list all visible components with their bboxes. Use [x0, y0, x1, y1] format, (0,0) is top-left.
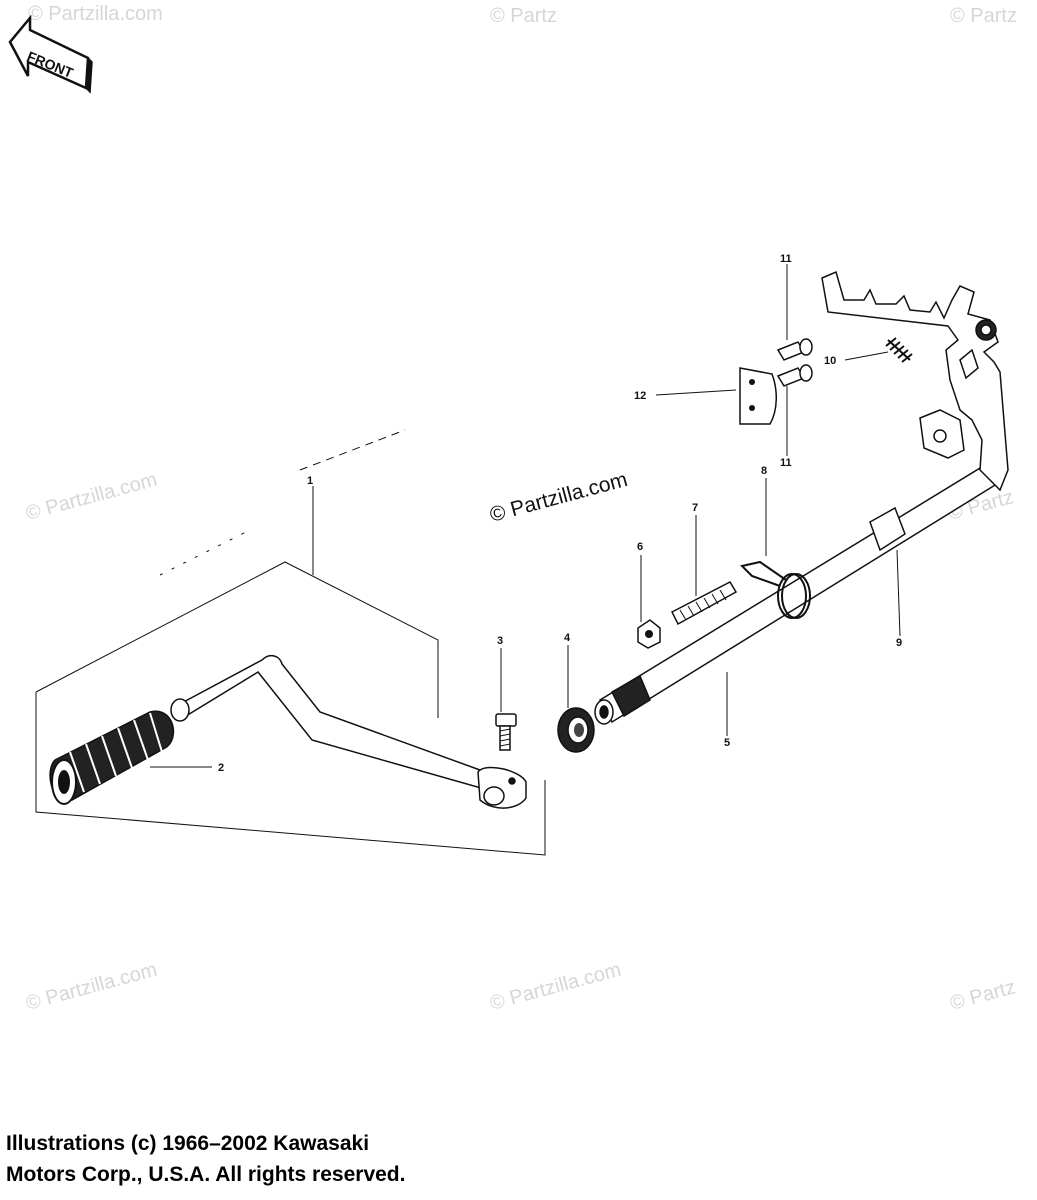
- watermark-top-left: © Partzilla.com: [28, 3, 163, 25]
- watermark-top-center: © Partz: [490, 5, 557, 27]
- watermark-bottom-center: © Partzilla.com: [488, 959, 624, 1015]
- callout-7: 7: [692, 502, 698, 514]
- watermark-top-right: © Partz: [950, 5, 1017, 27]
- copyright-notice: Illustrations (c) 1966–2002 Kawasaki Mot…: [6, 1128, 405, 1190]
- callout-4: 4: [564, 632, 571, 644]
- callout-10: 10: [824, 355, 836, 367]
- oil-seal: [557, 707, 595, 753]
- copyright-line-1: Illustrations (c) 1966–2002 Kawasaki: [6, 1132, 370, 1155]
- callout-9: 9: [896, 637, 902, 649]
- holder-screws: [776, 338, 813, 387]
- return-spring: [740, 560, 811, 619]
- watermark-mid-left: © Partzilla.com: [24, 469, 160, 525]
- callout-12: 12: [634, 390, 646, 402]
- shift-arm: [821, 270, 1009, 492]
- stopper-nut: [637, 619, 661, 649]
- callout-3: 3: [497, 635, 503, 647]
- callout-6: 6: [637, 541, 643, 553]
- callout-5: 5: [724, 737, 730, 749]
- copyright-line-2: Motors Corp., U.S.A. All rights reserved…: [6, 1163, 406, 1186]
- arm-spring: [885, 337, 913, 363]
- stud-bolt: [670, 581, 738, 626]
- front-arrow-icon: FRONT: [8, 14, 93, 94]
- leader-lines: [150, 264, 901, 768]
- watermark-bottom-left: © Partzilla.com: [24, 959, 160, 1015]
- shift-shaft: [594, 460, 1003, 725]
- watermark-center: © Partzilla.com: [487, 468, 630, 527]
- pedal-bolt: [495, 713, 517, 751]
- callout-1: 1: [307, 475, 313, 487]
- callout-8: 8: [761, 465, 767, 477]
- shift-pedal: [170, 654, 527, 809]
- callout-11-top: 11: [780, 253, 792, 265]
- watermark-bottom-right: © Partz: [948, 976, 1018, 1015]
- holder-plate: [739, 367, 777, 425]
- assembly-outline: [35, 429, 546, 856]
- callout-11-bottom: 11: [780, 457, 792, 469]
- pedal-rubber: [49, 710, 175, 805]
- callout-2: 2: [218, 762, 224, 774]
